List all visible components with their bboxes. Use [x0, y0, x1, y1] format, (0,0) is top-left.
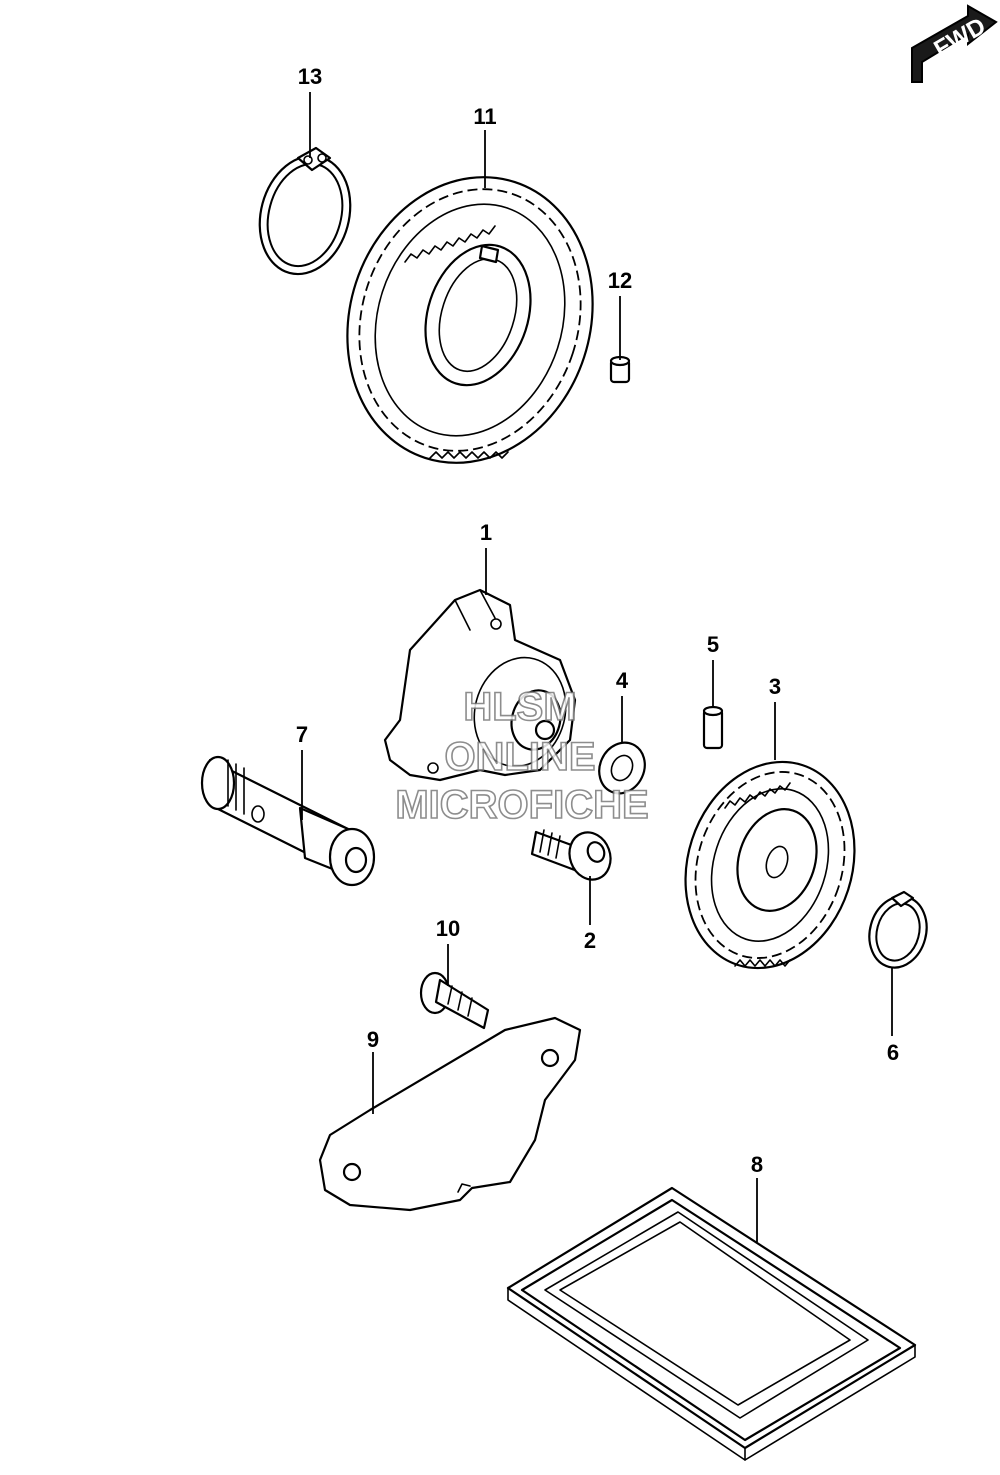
watermark-line-3: MICROFICHE [395, 783, 648, 827]
callout-9: 9 [367, 1027, 379, 1052]
part-4-washer [598, 741, 646, 795]
part-11-gear [346, 176, 594, 464]
callout-3: 3 [769, 674, 781, 699]
callout-2: 2 [584, 928, 596, 953]
part-6-circlip [868, 890, 928, 969]
callout-1: 1 [480, 520, 492, 545]
part-7-shaft [200, 755, 376, 887]
callout-8: 8 [751, 1152, 763, 1177]
callout-11: 11 [473, 104, 496, 129]
callout-5: 5 [707, 632, 719, 657]
fwd-badge: FWD [911, 4, 998, 83]
part-13-circlip [258, 146, 352, 276]
callout-7: 7 [296, 722, 308, 747]
callout-13: 13 [298, 64, 322, 89]
part-5-pin [702, 705, 724, 750]
watermark-line-2: ONLINE [444, 735, 595, 779]
callout-12: 12 [608, 268, 632, 293]
leader-lines [301, 92, 893, 1242]
callouts: 13 11 12 1 4 5 3 7 2 10 9 6 8 [296, 64, 899, 1177]
callout-6: 6 [887, 1040, 899, 1065]
part-9-plate [318, 1016, 582, 1212]
part-12-pin [609, 355, 631, 384]
watermark-line-1: HLSM [463, 685, 576, 729]
part-2-bolt [530, 829, 612, 881]
part-8-filter [506, 1186, 917, 1461]
part-1-housing [383, 588, 577, 782]
callout-10: 10 [436, 916, 460, 941]
part-3-gear [684, 760, 856, 970]
part-10-bolt [419, 971, 490, 1030]
callout-4: 4 [616, 668, 629, 693]
watermark: HLSM ONLINE MICROFICHE [395, 684, 650, 828]
